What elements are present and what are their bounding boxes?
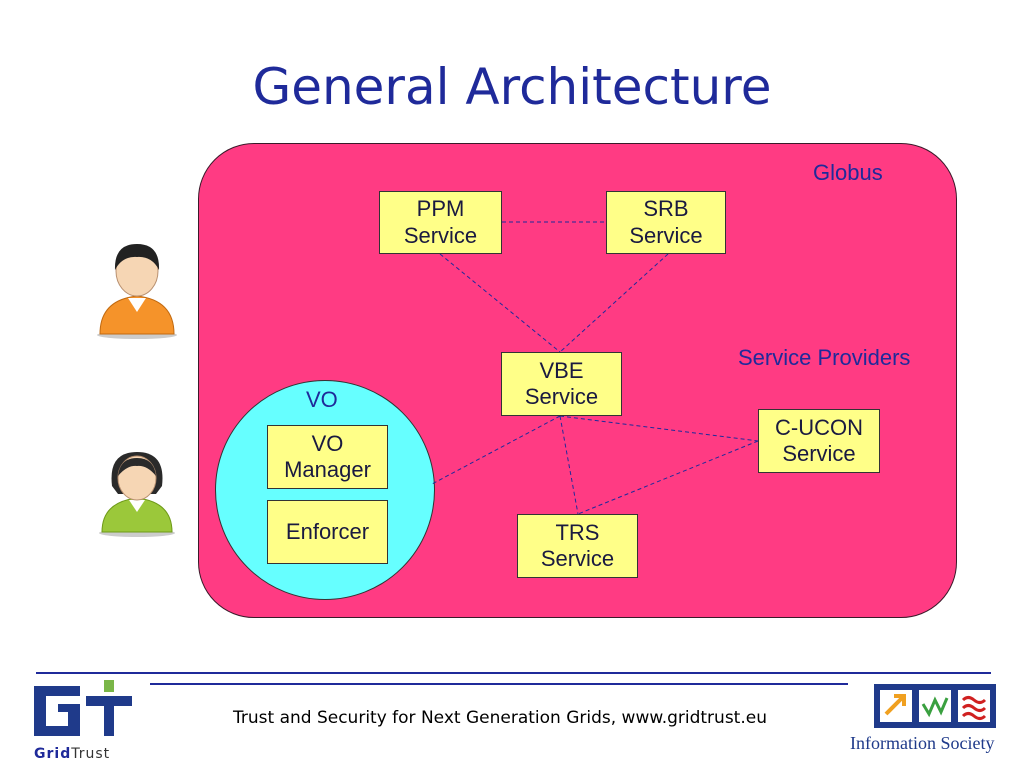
information-society-text: Information Society [850,733,995,753]
footer-text: Trust and Security for Next Generation G… [233,708,767,728]
footer-rule-bottom [150,683,848,685]
globus-label: Globus [813,160,883,185]
vbe-service-box: VBE Service [501,352,622,416]
cucon-service-box: C-UCON Service [758,409,880,473]
connector-vbe-cucon [559,415,759,442]
vo-label: VO [306,387,338,412]
person-green-icon [99,452,175,537]
ppm-service-box: PPM Service [379,191,502,254]
connector-cucon-trs [577,440,759,515]
footer-rule-top [36,672,991,674]
enforcer-box: Enforcer [267,500,388,564]
connector-vbe-vo [431,415,561,485]
connector-ppm-vbe [439,253,561,353]
gridtrust-logo-text: GridTrust [34,746,111,762]
information-society-logo-icon [874,684,996,728]
vo-manager-box: VO Manager [267,425,388,489]
person-orange-icon [97,244,177,339]
srb-service-box: SRB Service [606,191,726,254]
connector-srb-vbe [559,253,669,353]
connector-vbe-trs [559,415,579,515]
gridtrust-logo-icon [34,680,132,736]
service-providers-label: Service Providers [738,345,911,370]
slide-title: General Architecture [252,58,772,116]
trs-service-box: TRS Service [517,514,638,578]
